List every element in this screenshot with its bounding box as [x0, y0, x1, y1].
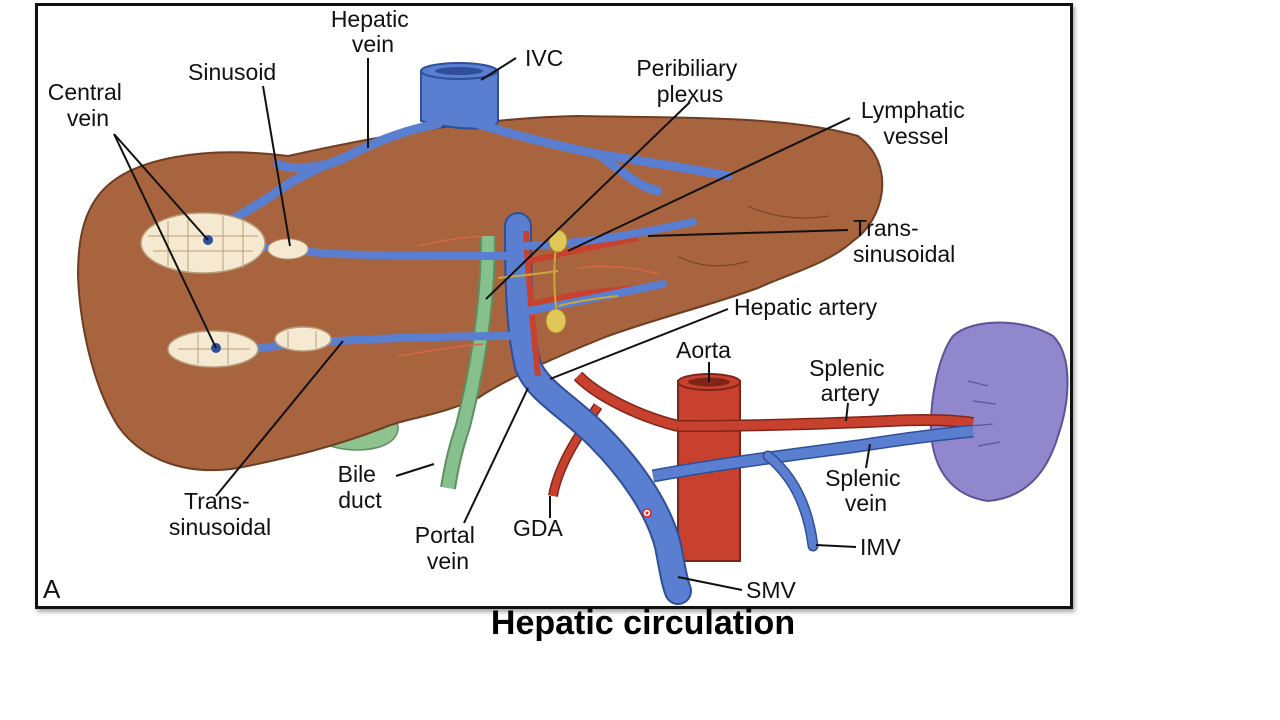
ivc-lumen — [435, 67, 483, 75]
liver-crease — [747, 205, 829, 219]
label-lymphatic-vessel: Lymphatic vessel — [861, 97, 971, 149]
label-imv: IMV — [860, 534, 902, 560]
arterioles — [397, 235, 659, 357]
spleen — [929, 321, 1069, 503]
label-central-vein: Central vein — [48, 79, 129, 131]
label-sinusoid: Sinusoid — [188, 59, 276, 85]
lymph-node — [548, 229, 568, 253]
leader-lines — [113, 57, 871, 591]
label-portal-vein: Portal vein — [415, 522, 481, 574]
label-bile-duct: Bile duct — [338, 461, 383, 513]
label-hepatic-artery: Hepatic artery — [734, 294, 878, 320]
label-smv: SMV — [746, 577, 797, 603]
label-hepatic-vein: Hepatic vein — [331, 6, 415, 57]
label-splenic-artery: Splenic artery — [809, 355, 891, 406]
label-trans-sinusoidal-right: Trans- sinusoidal — [853, 215, 955, 267]
panel-letter: A — [43, 574, 61, 604]
spleen-hilum-marks — [967, 380, 1001, 447]
inferior-mesenteric-vein — [762, 450, 819, 552]
lobule-upper — [140, 212, 266, 274]
label-gda: GDA — [513, 515, 564, 541]
label-peribiliary-plexus: Peribiliary plexus — [636, 55, 743, 107]
sinusoid-cells — [267, 238, 309, 260]
label-splenic-vein: Splenic vein — [825, 465, 907, 516]
label-aorta: Aorta — [676, 337, 731, 363]
label-trans-sinusoidal-left: Trans- sinusoidal — [169, 488, 271, 540]
liver-crease — [677, 255, 749, 267]
caption: Hepatic circulation — [490, 604, 796, 642]
hepatic-vein-branches — [203, 119, 733, 241]
lymph-node — [545, 308, 567, 334]
hepatic-circulation-diagram: Hepatic vein Sinusoid IVC Peribiliary pl… — [43, 6, 1069, 605]
portal-vein-branches — [239, 218, 697, 354]
pointer-marker-dot — [645, 511, 649, 515]
diagram-frame: Hepatic vein Sinusoid IVC Peribiliary pl… — [35, 3, 1073, 609]
label-ivc: IVC — [525, 45, 563, 71]
